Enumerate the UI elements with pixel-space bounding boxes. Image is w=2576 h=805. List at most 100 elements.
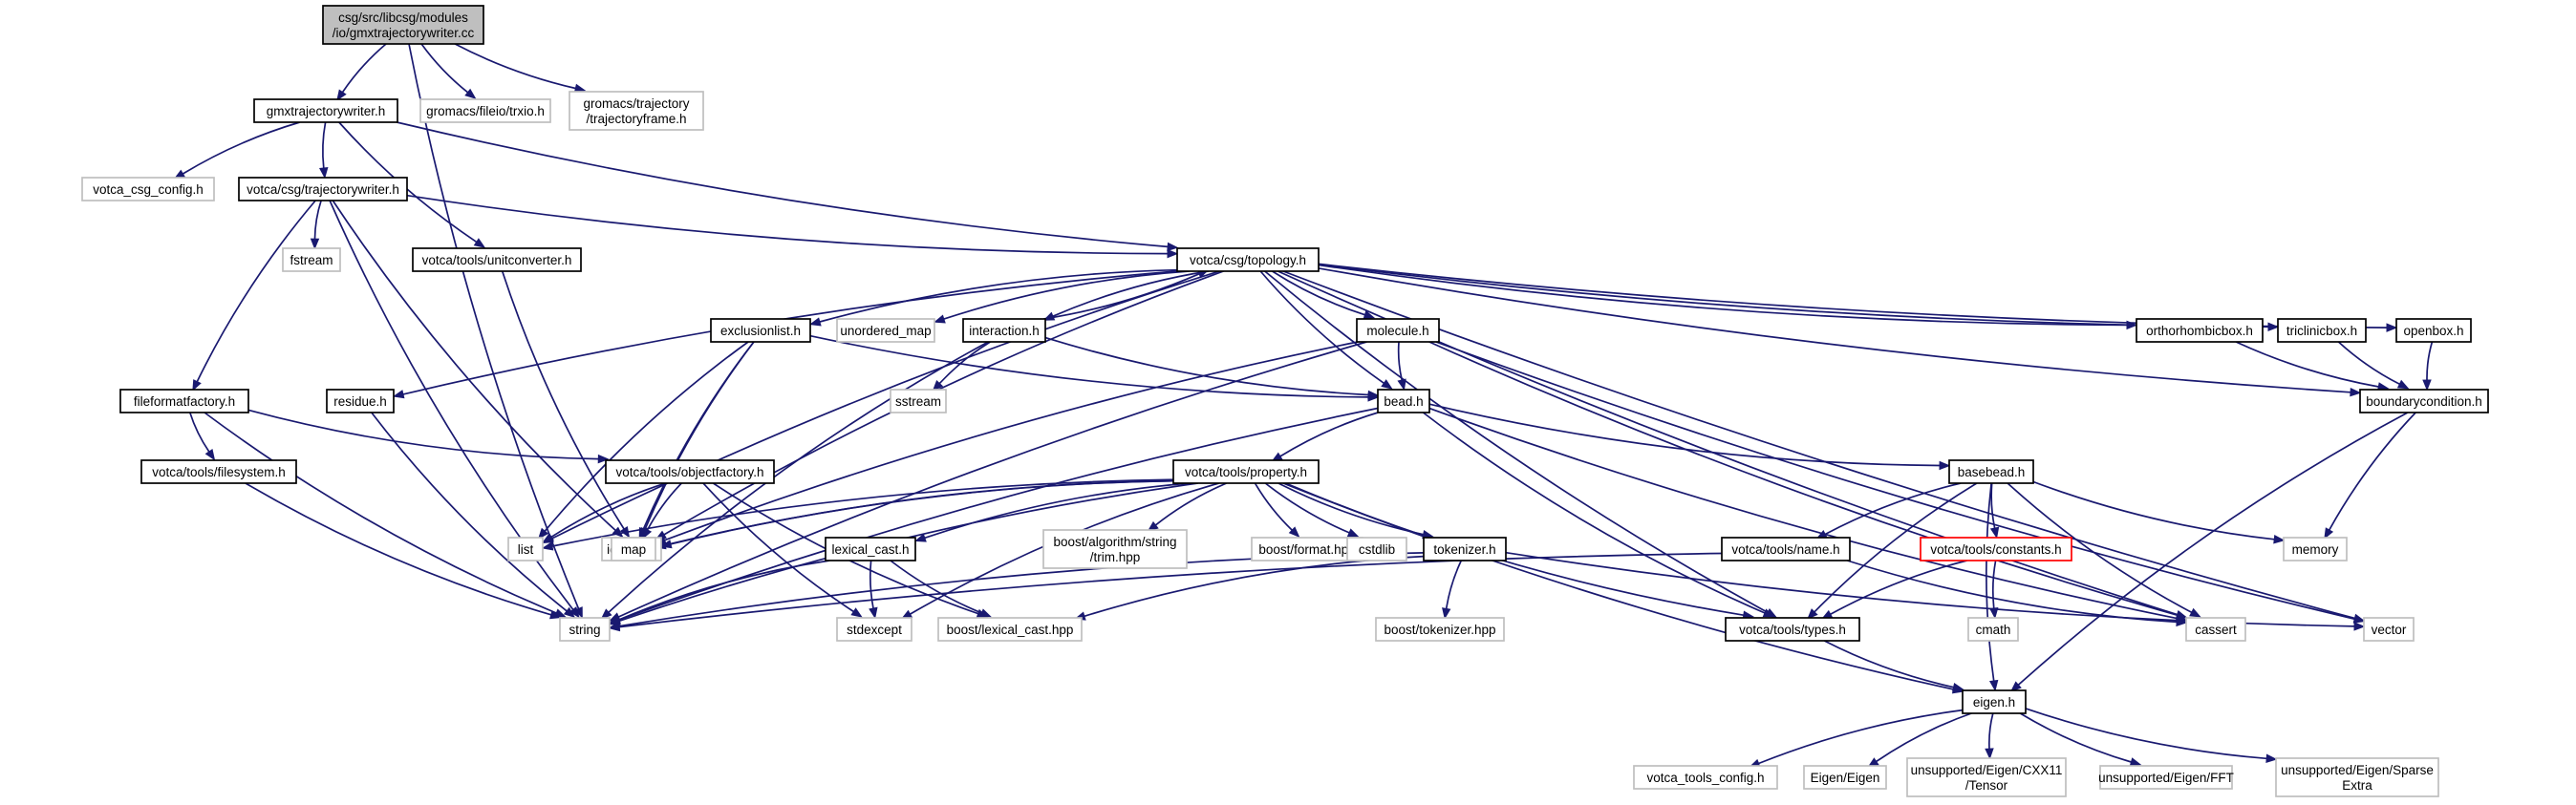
arrowhead-filesystem_h-to-string [549, 610, 562, 620]
arrowhead-fileformatfactory_h-to-filesystem_h [204, 448, 216, 461]
arrowhead-types_h-to-eigen_h [1952, 682, 1964, 692]
node-label: votca/tools/name.h [1731, 542, 1839, 557]
node-trajectorywriter_h[interactable]: votca/csg/trajectorywriter.h [238, 177, 408, 201]
node-filesystem_h[interactable]: votca/tools/filesystem.h [140, 459, 297, 484]
node-gmxtrajectorywriter_h[interactable]: gmxtrajectorywriter.h [253, 98, 398, 123]
node-types_h[interactable]: votca/tools/types.h [1725, 617, 1860, 642]
edge-fileformatfactory_h-to-objectfactory_h [247, 409, 599, 460]
node-label: lexical_cast.h [831, 542, 909, 557]
edge-property_h-to-lexical_cast_h [924, 482, 1191, 540]
node-interaction_h[interactable]: interaction.h [962, 318, 1046, 343]
node-label: map [621, 542, 646, 557]
edge-filesystem_h-to-string [245, 482, 552, 616]
edge-root-to-gmxtrajectorywriter_h [341, 43, 387, 94]
edge-interaction_h-to-bead_h [1044, 336, 1369, 396]
node-name_h[interactable]: votca/tools/name.h [1721, 537, 1851, 561]
edge-exclusionlist_h-to-iostream [642, 341, 755, 530]
node-label: votca/csg/topology.h [1190, 253, 1306, 267]
edge-property_h-to-format_hpp [1254, 482, 1293, 531]
edge-gmxtrajectorywriter_h-to-topology_h [397, 121, 1169, 248]
arrowhead-tokenizer_h-to-vector [2353, 622, 2366, 631]
edge-fileformatfactory_h-to-string [204, 412, 557, 614]
edge-property_h-to-cstdlib [1264, 482, 1350, 534]
edge-lexical_cast_h-to-string [618, 560, 830, 621]
node-lexical_cast_h[interactable]: lexical_cast.h [825, 537, 916, 561]
node-label: cassert [2195, 623, 2237, 637]
edge-eigen_h-to-sparse_extra [2025, 708, 2267, 760]
node-bead_h[interactable]: bead.h [1377, 389, 1430, 413]
node-box [611, 537, 656, 561]
node-openbox_h[interactable]: openbox.h [2395, 318, 2472, 343]
node-label: votca/csg/trajectorywriter.h [247, 182, 399, 197]
node-format_hpp: boost/format.hpp [1251, 537, 1363, 561]
node-tokenizer_h[interactable]: tokenizer.h [1423, 537, 1507, 561]
node-box [412, 247, 582, 272]
edge-boundarycondition_h-to-eigen_h [2017, 412, 2409, 686]
node-eigen_h[interactable]: eigen.h [1962, 689, 2027, 714]
node-boundarycondition_h[interactable]: boundarycondition.h [2359, 389, 2489, 413]
node-property_h[interactable]: votca/tools/property.h [1172, 459, 1320, 484]
edge-basebead_h-to-name_h [1824, 482, 1962, 536]
arrowhead-bead_h-to-basebead_h [1939, 460, 1951, 471]
node-exclusionlist_h[interactable]: exclusionlist.h [710, 318, 811, 343]
node-box [2359, 389, 2489, 413]
node-triclinicbox_h[interactable]: triclinicbox.h [2277, 318, 2367, 343]
arrowhead-eigen_h-to-tensor [1985, 748, 1994, 760]
node-list: list [507, 537, 544, 561]
arrowhead-bead_h-to-types_h [1762, 608, 1775, 618]
node-label: unsupported/Eigen/FFT [2098, 771, 2234, 785]
node-residue_h[interactable]: residue.h [326, 389, 395, 413]
node-label: memory [2292, 542, 2339, 557]
node-objectfactory_h[interactable]: votca/tools/objectfactory.h [605, 459, 775, 484]
node-constants_h: votca/tools/constants.h [1920, 537, 2072, 561]
node-label: eigen.h [1973, 695, 2015, 710]
node-basebead_h[interactable]: basebead.h [1948, 459, 2034, 484]
edge-orthorhombicbox_h-to-boundarycondition_h [2235, 341, 2379, 388]
arrowhead-gmxtrajectorywriter_h-to-unitconverter_h [473, 238, 486, 248]
node-label: votca/tools/objectfactory.h [615, 465, 763, 479]
node-orthorhombicbox_h[interactable]: orthorhombicbox.h [2136, 318, 2264, 343]
node-label: votca/tools/property.h [1185, 465, 1307, 479]
node-label: boundarycondition.h [2366, 394, 2482, 409]
node-label: unsupported/Eigen/Sparse [2281, 763, 2434, 777]
edge-constants_h-to-cmath [1991, 560, 1997, 609]
node-box [836, 617, 912, 642]
edge-molecule_h-to-string [618, 341, 1367, 618]
arrowhead-objectfactory_h-to-map [642, 527, 653, 540]
node-label: /trim.hpp [1090, 550, 1141, 564]
edge-eigen_h-to-eigen_eigen [1876, 712, 1972, 763]
node-label: molecule.h [1366, 324, 1428, 338]
node-unitconverter_h[interactable]: votca/tools/unitconverter.h [412, 247, 582, 272]
node-box [253, 98, 398, 123]
edge-topology_h-to-list [550, 270, 1220, 540]
edge-objectfactory_h-to-list [550, 482, 666, 539]
node-fileformatfactory_h[interactable]: fileformatfactory.h [119, 389, 249, 413]
edge-eigen_h-to-votca_tools_config_h [1758, 709, 1964, 765]
node-label: votca_csg_config.h [93, 182, 204, 197]
edge-property_h-to-trim_hpp [1154, 482, 1228, 526]
edge-root-to-trajectoryframe_h [454, 43, 576, 90]
arrowhead-topology_h-to-exclusionlist_h [808, 317, 822, 327]
node-trajectoryframe_h: gromacs/trajectory/trajectoryframe.h [569, 91, 704, 131]
node-label: tokenizer.h [1433, 542, 1495, 557]
node-molecule_h[interactable]: molecule.h [1356, 318, 1440, 343]
node-cmath: cmath [1967, 617, 2019, 642]
node-label: cmath [1976, 623, 2011, 637]
arrowhead-lexical_cast_h-to-stdexcept [869, 606, 878, 620]
node-box [1906, 757, 2067, 797]
edge-exclusionlist_h-to-bead_h [809, 334, 1369, 398]
arrowhead-property_h-to-format_hpp [1288, 526, 1300, 539]
edge-bead_h-to-property_h [1279, 412, 1379, 457]
node-box [2395, 318, 2472, 343]
node-label: stdexcept [847, 623, 902, 637]
node-fft: unsupported/Eigen/FFT [2098, 765, 2234, 790]
node-label: /trajectoryframe.h [586, 112, 686, 126]
node-label: exclusionlist.h [720, 324, 801, 338]
node-root: csg/src/libcsg/modules/io/gmxtrajectoryw… [322, 5, 484, 45]
edge-trajectorywriter_h-to-fileformatfactory_h [196, 200, 316, 382]
node-unordered_map: unordered_map [836, 318, 935, 343]
node-topology_h[interactable]: votca/csg/topology.h [1176, 247, 1320, 272]
node-label: unsupported/Eigen/CXX11 [1911, 763, 2063, 777]
edge-lexical_cast_h-to-stdexcept [869, 560, 874, 609]
arrowhead-name_h-to-string [608, 622, 621, 632]
